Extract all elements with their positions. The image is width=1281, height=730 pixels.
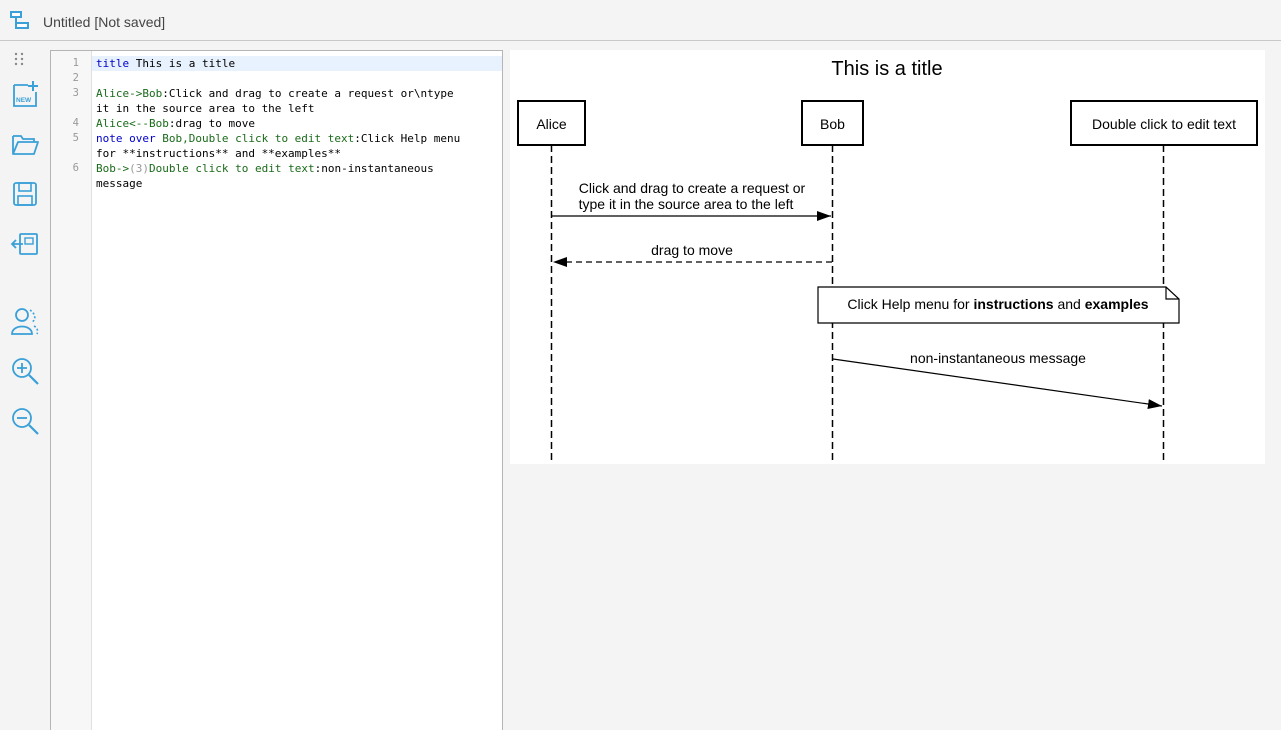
message-1-label-line-2[interactable]: type it in the source area to the left [579,196,794,212]
theme-user-icon [11,308,39,335]
code-token: Alice<--Bob [96,117,169,130]
left-toolbar: NEW [0,41,50,729]
note-box[interactable] [817,286,1180,324]
line-number: 6 [72,162,79,174]
diagram-title: This is a title [831,58,942,80]
note-fold-corner [1165,287,1179,300]
line-number: 2 [72,72,79,84]
code-line[interactable]: Bob->(3)Double click to edit text:non-in… [96,161,498,176]
export-icon [10,233,38,255]
code-token: message [96,177,143,190]
code-token: Bob-> [96,162,130,175]
zoom-out-button[interactable] [7,403,43,439]
svg-text:NEW: NEW [16,97,32,104]
open-folder-icon [12,135,39,155]
document-title: Untitled [Not saved] [43,14,166,30]
code-line[interactable]: note over Bob,Double click to edit text:… [96,131,498,146]
export-button[interactable] [7,226,43,262]
zoom-out-icon [12,408,39,435]
code-token: :non-instantaneous [314,162,434,175]
line-number: 3 [72,87,79,99]
active-line-highlight [92,56,502,71]
note-text-bold-1: instructions [973,296,1053,312]
code-token: Double click to edit text [149,162,315,175]
open-button[interactable] [7,126,43,162]
zoom-in-button[interactable] [7,353,43,389]
app-logo-icon [10,11,29,29]
message-2-label[interactable]: drag to move [651,242,733,258]
actor-box-double-click[interactable] [1070,100,1258,146]
note-text-middle: and [1054,296,1085,312]
diagram-canvas[interactable]: This is a title Alice Bob Double click t… [510,50,1265,464]
code-line[interactable]: it in the source area to the left [96,101,498,116]
sequence-diagram[interactable]: This is a title Alice Bob Double click t… [510,50,1265,464]
code-token: Bob,Double click to edit text [162,132,355,145]
note-text-bold-2: examples [1085,296,1149,312]
code-token: Alice->Bob [96,87,163,100]
new-document-button[interactable]: NEW [7,76,43,112]
code-line[interactable]: message [96,176,498,191]
code-token: it in the source area to the left [96,102,315,115]
code-token: :Click and drag to create a request or\n… [162,87,454,100]
code-line[interactable]: Alice<--Bob:drag to move [96,116,498,131]
code-token: This is a title [129,57,236,70]
message-3-arrow[interactable] [832,358,1163,409]
code-token: (3) [129,162,149,175]
actor-label-double-click: Double click to edit text [1092,116,1236,132]
save-button[interactable] [7,176,43,212]
zoom-in-icon [12,358,39,385]
code-line[interactable]: title This is a title [96,56,498,71]
actor-box-bob[interactable] [801,100,864,146]
note-text[interactable]: Click Help menu for instructions and exa… [847,296,1148,312]
note-text-prefix: Click Help menu for [847,296,973,312]
actor-label-bob: Bob [820,116,845,132]
message-3-label[interactable]: non-instantaneous message [910,350,1086,366]
save-icon [13,182,37,206]
line-number: 1 [72,57,79,69]
drag-handle-icon[interactable] [13,51,25,67]
actor-label-alice: Alice [536,116,567,132]
code-token: :drag to move [168,117,255,130]
actor-box-alice[interactable] [517,100,586,146]
title-bar: Untitled [Not saved] [0,0,1281,41]
code-token: :Click Help menu [354,132,461,145]
code-line[interactable]: for **instructions** and **examples** [96,146,498,161]
theme-button[interactable] [7,303,43,339]
message-1-label-line-1[interactable]: Click and drag to create a request or [579,180,806,196]
code-token: title [96,57,130,70]
code-token: for **instructions** and **examples** [96,147,342,160]
code-line[interactable]: Alice->Bob:Click and drag to create a re… [96,86,498,101]
new-document-icon: NEW [13,81,38,107]
line-number: 5 [72,132,79,144]
line-number: 4 [72,117,79,129]
line-number-gutter: 1 2 3 4 5 6 [51,51,92,730]
code-token: note over [96,132,163,145]
